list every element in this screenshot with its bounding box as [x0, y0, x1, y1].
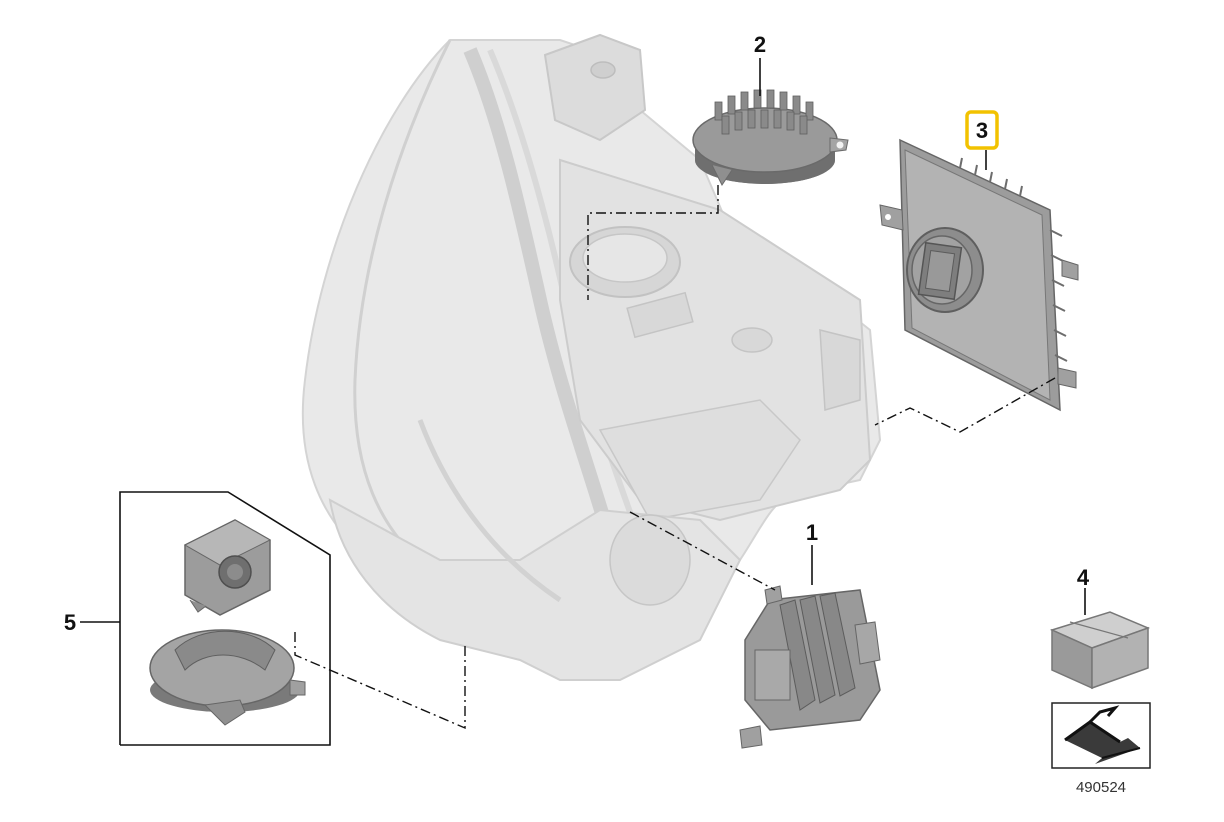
assembly-lines: [294, 185, 1056, 730]
callout-2[interactable]: 2: [754, 32, 766, 57]
part-5-box-frame: [119, 491, 331, 746]
part-2-heatsink-module: [692, 89, 849, 186]
callout-4[interactable]: 4: [1077, 565, 1090, 590]
diagram-reference-number: 490524: [1076, 779, 1126, 796]
part-1-finned-module: [739, 585, 881, 749]
part-3-control-unit: [879, 138, 1079, 412]
callout-3[interactable]: 3: [976, 118, 988, 143]
highlight-box: [965, 110, 999, 150]
headlight-housing: [301, 33, 882, 681]
part-5-lower-module: [149, 629, 306, 726]
turn-arrow-icon: [1051, 702, 1151, 769]
part-5-upper-module: [183, 519, 272, 616]
leader-lines: [80, 58, 1086, 623]
box-icon: [1049, 611, 1151, 690]
callout-1[interactable]: 1: [806, 520, 818, 545]
callout-5[interactable]: 5: [64, 610, 76, 635]
